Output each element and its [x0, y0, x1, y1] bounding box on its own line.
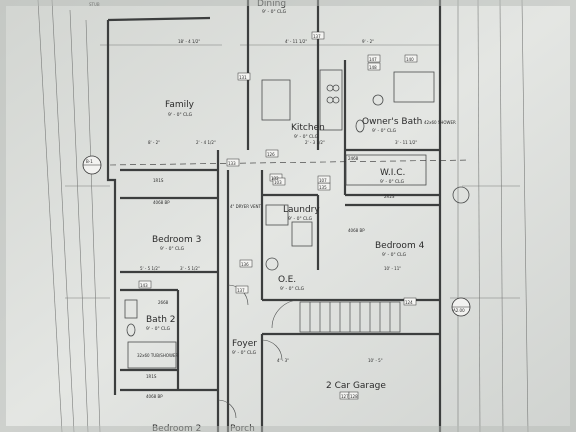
- label-shower: 42x60 SHOWER: [424, 120, 456, 125]
- room-family: Family: [165, 100, 195, 110]
- label-section-a200: A2.00: [453, 308, 465, 313]
- label-bp-bedroom4: 4068 BP: [348, 228, 365, 233]
- label-2r2s: 2R2S: [384, 194, 395, 199]
- label-section-b1: B-1: [86, 159, 93, 164]
- room-laundry: Laundry: [283, 205, 320, 215]
- svg-text:2' - 3 1/2": 2' - 3 1/2": [305, 140, 325, 145]
- svg-text:148: 148: [369, 65, 377, 70]
- svg-text:147: 147: [369, 57, 377, 62]
- room-bedroom4-clg: 9' - 0" CLG: [382, 252, 407, 258]
- room-wic: W.I.C.: [380, 168, 405, 178]
- label-door-2668: 2668: [158, 300, 169, 305]
- section-markers: [82, 155, 471, 317]
- label-dryer-vent: 4" DRYER VENT: [230, 204, 262, 209]
- door-swings: [217, 284, 301, 419]
- room-bath2-clg: 9' - 0" CLG: [146, 326, 171, 332]
- room-owners-bath: Owner's Bath: [362, 117, 422, 127]
- room-kitchen-clg: 9' - 0" CLG: [294, 134, 319, 140]
- svg-text:135: 135: [319, 185, 327, 190]
- svg-text:137: 137: [237, 288, 245, 293]
- room-bedroom4: Bedroom 4: [375, 241, 425, 251]
- svg-text:124: 124: [405, 300, 413, 305]
- label-1r1s-b: 1R1S: [146, 374, 157, 379]
- svg-text:143: 143: [140, 283, 148, 288]
- room-owners-bath-clg: 9' - 0" CLG: [372, 128, 397, 134]
- room-bedroom3: Bedroom 3: [152, 235, 201, 245]
- tag-boxes: [138, 31, 418, 400]
- svg-text:3' - 5 1/2": 3' - 5 1/2": [180, 266, 200, 271]
- svg-text:140: 140: [406, 57, 414, 62]
- room-dining-clg: 9' - 0" CLG: [262, 9, 287, 15]
- svg-text:131: 131: [239, 75, 247, 80]
- svg-text:127: 127: [341, 394, 349, 399]
- svg-text:2' - 4 1/2": 2' - 4 1/2": [196, 140, 216, 145]
- tag-numbers: 131 137 133 126 140 147 148 132 135 107 …: [140, 34, 414, 399]
- svg-text:132: 132: [271, 176, 279, 181]
- svg-text:133: 133: [228, 161, 236, 166]
- room-oe: O.E.: [278, 275, 296, 285]
- stairs: [299, 301, 401, 333]
- label-bp-bedroom2: 4068 BP: [146, 394, 163, 399]
- room-family-clg: 9' - 0" CLG: [168, 112, 193, 118]
- svg-text:128: 128: [350, 394, 358, 399]
- room-garage: 2 Car Garage: [326, 381, 386, 391]
- svg-text:4' - 3": 4' - 3": [277, 358, 289, 363]
- dimension-strings: 18' - 4 1/2" 4' - 11 1/2" 9' - 2" 8' - 2…: [140, 39, 417, 363]
- svg-text:18' - 4 1/2": 18' - 4 1/2": [178, 39, 200, 44]
- dimension-lines: [37, 0, 529, 432]
- svg-text:10' - 5": 10' - 5": [368, 358, 383, 363]
- fixtures: [124, 69, 470, 369]
- room-kitchen: Kitchen: [291, 123, 325, 133]
- svg-text:107: 107: [319, 178, 327, 183]
- svg-text:9' - 2": 9' - 2": [362, 39, 374, 44]
- svg-text:103: 103: [274, 180, 282, 185]
- label-bp-bedroom3: 4068 BP: [153, 200, 170, 205]
- room-wic-clg: 9' - 0" CLG: [380, 179, 405, 185]
- svg-text:8' - 2": 8' - 2": [148, 140, 160, 145]
- svg-text:136: 136: [241, 262, 249, 267]
- svg-text:137: 137: [313, 34, 321, 39]
- svg-text:4' - 11 1/2": 4' - 11 1/2": [285, 39, 307, 44]
- label-door-2468: 2468: [348, 156, 359, 161]
- label-1r1s-a: 1R1S: [153, 178, 164, 183]
- room-laundry-clg: 9' - 0" CLG: [288, 216, 313, 222]
- svg-text:5' - 5 1/2": 5' - 5 1/2": [140, 266, 160, 271]
- svg-text:126: 126: [267, 152, 275, 157]
- room-foyer: Foyer: [232, 339, 257, 349]
- room-bedroom3-clg: 9' - 0" CLG: [160, 246, 185, 252]
- room-foyer-clg: 9' - 0" CLG: [232, 350, 257, 356]
- svg-text:10' - 11": 10' - 11": [384, 266, 401, 271]
- room-bath2: Bath 2: [146, 315, 176, 325]
- label-tub: 32x60 TUB/SHOWER: [137, 353, 178, 358]
- room-oe-clg: 9' - 0" CLG: [280, 286, 305, 292]
- svg-text:3' - 11 1/2": 3' - 11 1/2": [395, 140, 417, 145]
